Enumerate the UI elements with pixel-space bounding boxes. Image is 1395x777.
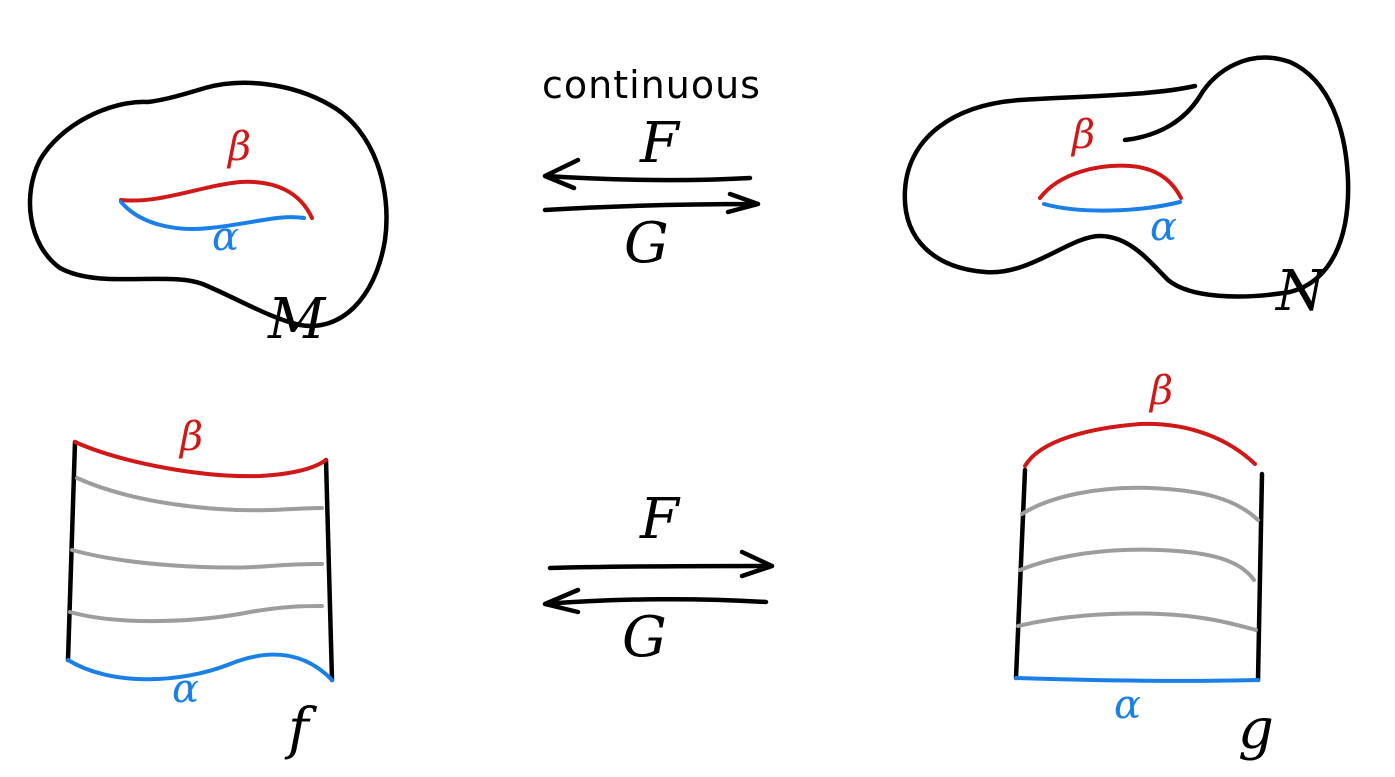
bottom-F-label: F [639, 487, 681, 552]
homotopy-g-intermediate-1 [1020, 485, 1260, 522]
bottom-maps: F G [542, 487, 775, 670]
homotopy-g-right-edge [1255, 471, 1265, 683]
top-arrow-F-leftward [542, 157, 753, 191]
homotopy-f-intermediate-1 [75, 476, 324, 513]
space-M-name: M [267, 287, 327, 352]
space-M-alpha-label: α [212, 214, 239, 260]
space-M-beta-curve [119, 179, 314, 220]
homotopy-f-beta-edge [73, 440, 328, 479]
space-N: β α N [902, 55, 1351, 324]
homotopy-f-name: f [284, 697, 318, 762]
homotopy-g-alpha-edge [1014, 676, 1260, 683]
top-G-label: G [624, 211, 669, 276]
homotopy-f-alpha-label: α [172, 666, 199, 712]
homotopy-g-intermediate-2 [1018, 547, 1256, 582]
space-N-outline [902, 55, 1351, 299]
top-F-label: F [639, 111, 681, 176]
bottom-arrow-G-leftward [542, 587, 769, 615]
bottom-arrow-F-rightward [547, 549, 775, 579]
homotopy-f-beta-label: β [178, 414, 203, 460]
homotopy-f-intermediate-3 [68, 604, 324, 624]
space-N-beta-label: β [1070, 112, 1095, 158]
homotopy-g-alpha-label: α [1114, 682, 1141, 728]
homotopy-g-intermediate-3 [1016, 611, 1258, 632]
space-N-alpha-label: α [1150, 204, 1177, 250]
homotopy-g-name: g [1238, 697, 1274, 762]
homotopy-g-beta-edge [1023, 421, 1257, 468]
space-N-alpha-curve [1042, 200, 1182, 213]
homotopy-g-left-edge [1013, 467, 1028, 681]
space-M-beta-label: β [226, 124, 251, 170]
homotopy-f: β α f [65, 414, 335, 762]
top-maps: continuous F G [542, 63, 761, 276]
bottom-G-label: G [622, 605, 667, 670]
space-N-beta-curve [1038, 163, 1183, 200]
homotopy-f-intermediate-2 [70, 548, 324, 570]
homotopy-g: β α g [1013, 368, 1274, 762]
space-M-alpha-curve [119, 200, 306, 231]
space-M-outline [27, 80, 389, 329]
homotopy-f-alpha-edge [66, 652, 334, 682]
homotopy-f-right-edge [323, 457, 335, 683]
continuous-label: continuous [542, 63, 761, 107]
top-arrow-G-rightward [542, 191, 761, 215]
space-N-name: N [1274, 259, 1327, 324]
space-M: β α M [27, 80, 389, 352]
homotopy-g-beta-label: β [1148, 368, 1173, 414]
